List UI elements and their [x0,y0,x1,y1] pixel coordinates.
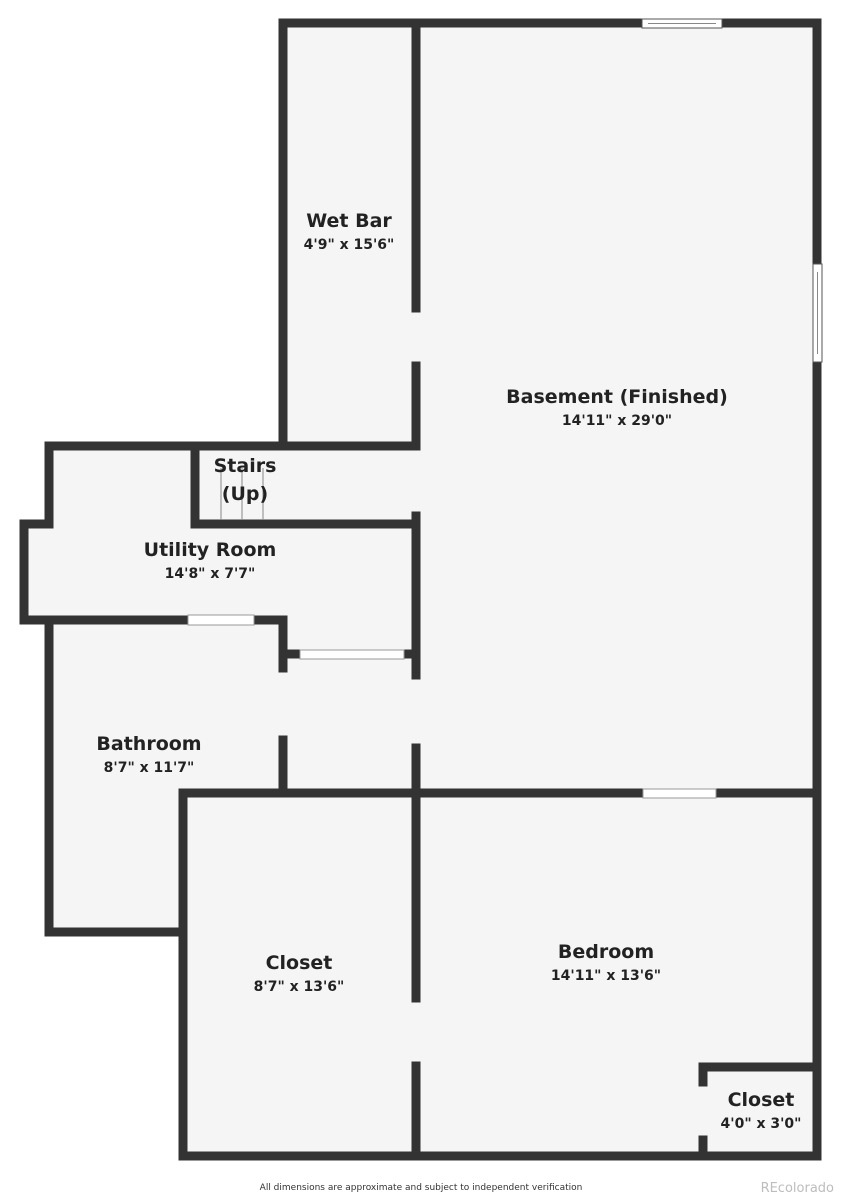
room-name-closet-large: Closet [266,952,333,974]
dimensions-disclaimer: All dimensions are approximate and subje… [259,1183,583,1193]
room-name-bathroom: Bathroom [96,733,201,755]
walls [19,18,822,1161]
room-dims-bedroom: 14'11" x 13'6" [551,968,661,984]
opening-bedroom [642,788,717,799]
room-dims-bathroom: 8'7" x 11'7" [104,760,195,776]
room-name-closet-small: Closet [728,1089,795,1111]
room-name-bedroom: Bedroom [558,941,654,963]
watermark: REcolorado [760,1181,834,1196]
opening-utility [299,649,405,660]
room-name-utility: Utility Room [144,539,277,561]
room-dims-closet-large: 8'7" x 13'6" [254,979,345,995]
windows [187,18,823,799]
room-dims-closet-small: 4'0" x 3'0" [721,1116,802,1132]
room-dims-utility: 14'8" x 7'7" [165,566,256,582]
room-name-wet-bar: Wet Bar [306,210,392,232]
room-dims-basement: 14'11" x 29'0" [562,413,672,429]
room-name-basement: Basement (Finished) [506,386,728,408]
room-name-stairs-line2: (Up) [222,483,268,505]
stair-treads [220,468,264,520]
room-name-stairs-line1: Stairs [214,455,277,477]
opening-bathroom [187,614,255,626]
room-dims-wet-bar: 4'9" x 15'6" [304,237,395,253]
outer-wall [19,18,822,1161]
